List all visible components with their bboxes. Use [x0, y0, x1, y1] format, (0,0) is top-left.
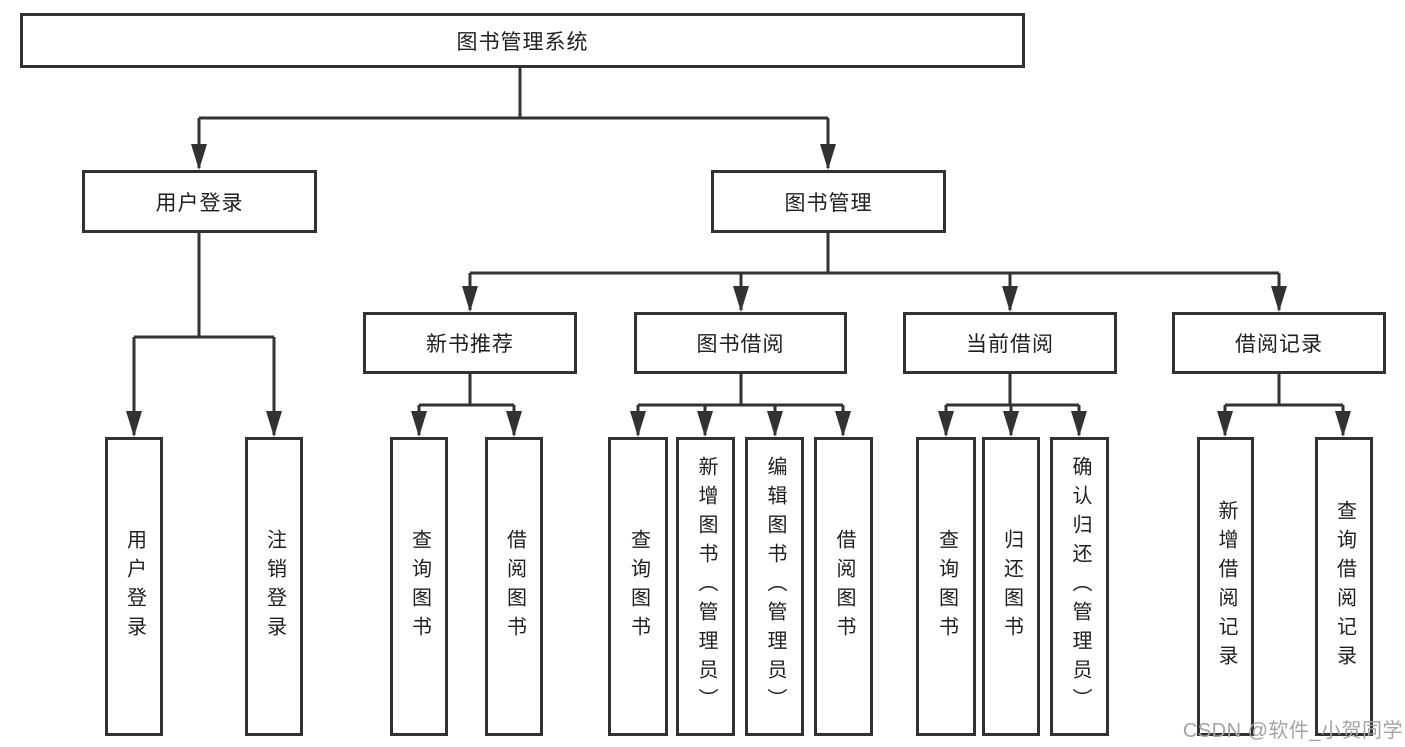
leaf-query-borrow-record-label: 查询借阅记录 [1333, 499, 1356, 674]
node-borrowing-records: 借阅记录 [1172, 312, 1386, 374]
leaf-borrow-books-borrow-label: 借阅图书 [833, 528, 855, 645]
leaf-logout-login: 注销登录 [245, 437, 303, 736]
leaf-user-login-label: 用户登录 [123, 528, 146, 645]
watermark: CSDN @软件_小贺同学 [1182, 720, 1403, 742]
node-library-system-label: 图书管理系统 [456, 30, 589, 54]
leaf-add-books-admin-label: 新增图书（管理员） [695, 456, 717, 717]
node-book-borrowing-label: 图书借阅 [696, 333, 785, 356]
node-book-management-label: 图书管理 [784, 191, 873, 215]
node-current-borrowing: 当前借阅 [903, 312, 1117, 374]
leaf-query-books-current: 查询图书 [916, 437, 976, 736]
leaf-add-borrow-record-label: 新增借阅记录 [1215, 499, 1237, 674]
leaf-return-books-label: 归还图书 [1000, 528, 1023, 645]
node-book-borrowing: 图书借阅 [634, 312, 847, 374]
leaf-query-books-recommend-label: 查询图书 [408, 528, 431, 645]
leaf-add-books-admin: 新增图书（管理员） [676, 437, 735, 736]
leaf-confirm-return-admin: 确认归还（管理员） [1050, 437, 1109, 736]
node-new-book-recommendation-label: 新书推荐 [426, 333, 514, 356]
leaf-edit-books-admin-label: 编辑图书（管理员） [764, 456, 786, 717]
leaf-query-books-recommend: 查询图书 [390, 437, 448, 736]
node-library-system: 图书管理系统 [20, 13, 1025, 68]
leaf-borrow-books-borrow: 借阅图书 [814, 437, 873, 736]
leaf-logout-login-label: 注销登录 [263, 528, 286, 645]
leaf-query-books-borrow: 查询图书 [608, 437, 668, 736]
leaf-query-books-current-label: 查询图书 [935, 528, 958, 645]
node-new-book-recommendation: 新书推荐 [363, 312, 577, 374]
leaf-borrow-books-recommend-label: 借阅图书 [503, 528, 526, 645]
leaf-confirm-return-admin-label: 确认归还（管理员） [1069, 456, 1091, 717]
leaf-query-borrow-record: 查询借阅记录 [1315, 437, 1373, 736]
leaf-edit-books-admin: 编辑图书（管理员） [745, 437, 804, 736]
leaf-borrow-books-recommend: 借阅图书 [485, 437, 543, 736]
leaf-user-login: 用户登录 [105, 437, 163, 736]
leaf-return-books: 归还图书 [982, 437, 1040, 736]
node-book-management: 图书管理 [711, 170, 946, 233]
node-current-borrowing-label: 当前借阅 [966, 333, 1054, 356]
node-user-login-label: 用户登录 [155, 191, 244, 215]
node-user-login: 用户登录 [82, 170, 317, 233]
leaf-add-borrow-record: 新增借阅记录 [1197, 437, 1254, 736]
node-borrowing-records-label: 借阅记录 [1235, 333, 1323, 356]
leaf-query-books-borrow-label: 查询图书 [627, 528, 650, 645]
